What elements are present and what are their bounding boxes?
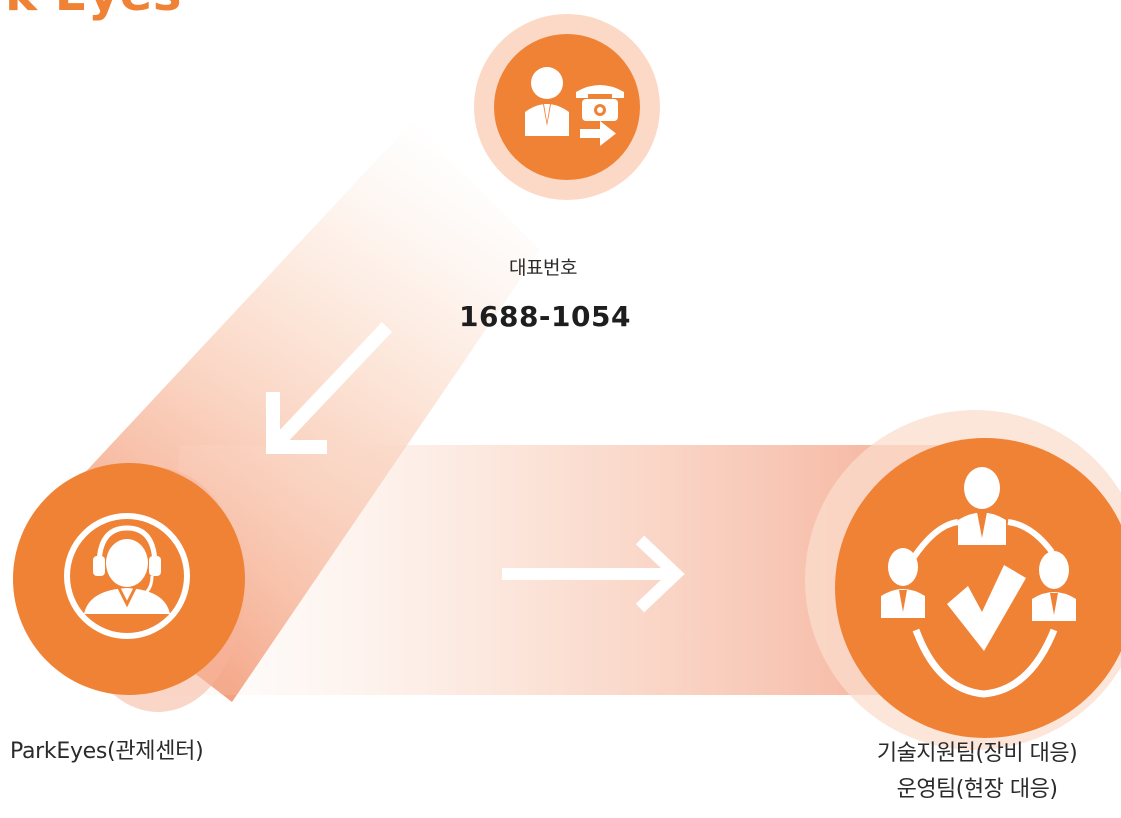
team-node — [805, 410, 1121, 750]
operations-team-label: 운영팀(현장 대응) — [896, 777, 1058, 802]
phone-number: 1688-1054 — [459, 300, 631, 333]
diagonal-arrow-icon — [266, 322, 393, 454]
phone-label: 대표번호 — [509, 257, 577, 279]
control-center-node — [13, 463, 245, 695]
team-check-icon — [881, 467, 1076, 698]
tech-support-team-label: 기술지원팀(장비 대응) — [876, 741, 1078, 766]
horizontal-arrow-icon — [502, 535, 685, 613]
control-center-label: ParkEyes(관제센터) — [10, 739, 204, 764]
phone-node — [474, 14, 660, 200]
page-title-fragment: ark Eyes — [0, 0, 182, 22]
agent-phone-forward-icon — [525, 67, 624, 146]
headset-operator-icon — [84, 525, 170, 614]
